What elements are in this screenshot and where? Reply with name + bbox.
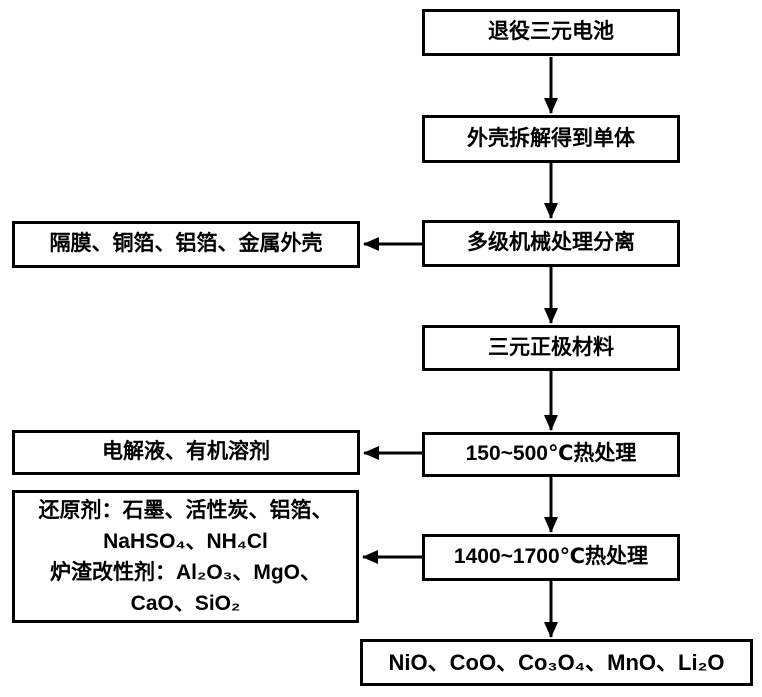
box-heat-treatment-high: 1400~1700℃热处理 <box>422 534 680 581</box>
box-cathode-material: 三元正极材料 <box>422 325 680 371</box>
box-cathode-material-label: 三元正极材料 <box>488 335 614 359</box>
box-final-products: NiO、CoO、Co₃O₄、MnO、Li₂O <box>360 639 753 686</box>
box-separator-foil-outputs: 隔膜、铜箔、铝箔、金属外壳 <box>12 221 360 268</box>
box-final-products-label: NiO、CoO、Co₃O₄、MnO、Li₂O <box>388 649 725 675</box>
box-heat-treatment-low: 150~500℃热处理 <box>422 432 680 477</box>
additives-line-2: NaHSO₄、NH₄Cl <box>103 529 268 553</box>
box-heat-treatment-low-label: 150~500℃热处理 <box>465 442 637 466</box>
additives-line-1: 还原剂：石墨、活性炭、铝箔、 <box>38 498 333 522</box>
additives-line-4: CaO、SiO₂ <box>130 591 241 615</box>
box-mechanical-separation: 多级机械处理分离 <box>422 220 680 267</box>
box-electrolyte-solvent-outputs-label: 电解液、有机溶剂 <box>102 440 270 464</box>
box-retired-battery: 退役三元电池 <box>422 9 680 56</box>
box-shell-disassembly-label: 外壳拆解得到单体 <box>467 126 635 150</box>
box-heat-treatment-high-label: 1400~1700℃热处理 <box>453 545 649 569</box>
box-electrolyte-solvent-outputs: 电解液、有机溶剂 <box>12 430 360 475</box>
additives-line-3: 炉渣改性剂：Al₂O₃、MgO、 <box>49 560 322 584</box>
box-reductant-slag-modifiers: 还原剂：石墨、活性炭、铝箔、 NaHSO₄、NH₄Cl 炉渣改性剂：Al₂O₃、… <box>12 490 359 623</box>
box-separator-foil-outputs-label: 隔膜、铜箔、铝箔、金属外壳 <box>49 232 323 256</box>
box-shell-disassembly: 外壳拆解得到单体 <box>422 115 680 163</box>
box-retired-battery-label: 退役三元电池 <box>488 20 614 44</box>
box-mechanical-separation-label: 多级机械处理分离 <box>467 231 635 255</box>
